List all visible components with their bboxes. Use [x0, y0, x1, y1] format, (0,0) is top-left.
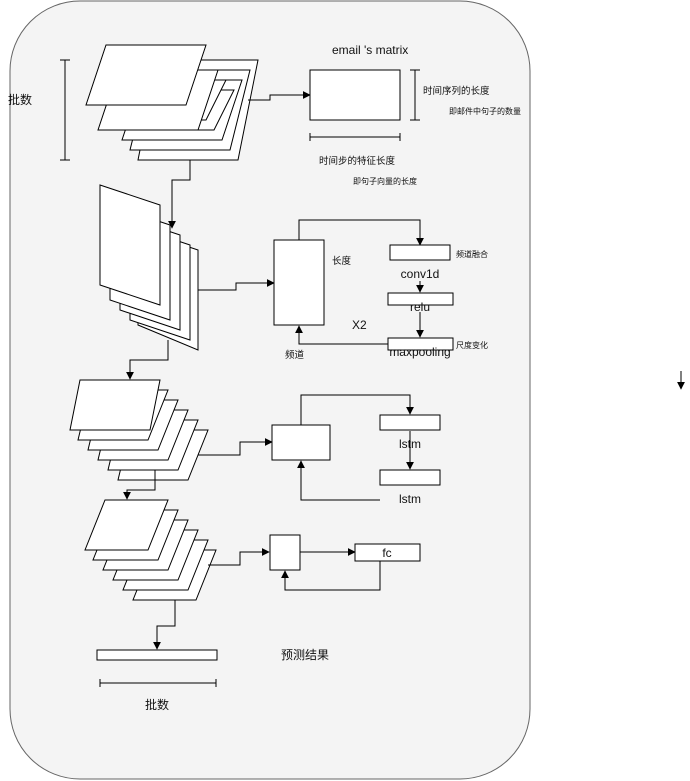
connector-arrow	[123, 470, 156, 500]
batch-bottom-bracket	[99, 679, 217, 687]
step-feature-label: 时间步的特征长度	[319, 155, 396, 167]
lstm-block-2	[379, 469, 441, 486]
lstm-block-1	[379, 414, 441, 431]
length-label: 长度	[332, 255, 352, 267]
email-matrix-stack	[85, 44, 259, 161]
email-matrix-title: email 's matrix	[332, 43, 408, 57]
fc-feature-box	[269, 534, 301, 571]
connector-arrow	[248, 91, 311, 101]
sentence-vector-label: 即句子向量的长度	[353, 176, 417, 186]
sentence-count-label: 即邮件中句子的数量	[449, 106, 521, 116]
connector-arrow	[281, 561, 381, 591]
fc-input-stack	[84, 499, 217, 601]
feature-length-bracket	[309, 133, 401, 141]
batch-bottom-label: 批数	[145, 697, 169, 712]
lstm-feature-box	[271, 424, 331, 461]
email-matrix-box	[309, 69, 401, 121]
channel-label: 频道	[285, 349, 305, 361]
batch-label: 批数	[8, 92, 32, 107]
prediction-bar	[96, 649, 218, 661]
seq-length-label: 时间序列的长度	[423, 85, 490, 97]
fc-block	[354, 543, 421, 562]
lstm-label-2: lstm	[399, 492, 421, 506]
conv-input-stack	[99, 184, 199, 351]
relu-label: relu	[410, 300, 430, 314]
lstm-input-stack	[69, 379, 209, 481]
prediction-label: 预测结果	[281, 648, 329, 662]
fc-label: fc	[382, 546, 391, 560]
repeat-label: X2	[352, 318, 367, 332]
channel-fusion-label: 频道融合	[456, 249, 488, 259]
connector-arrow	[126, 340, 169, 380]
seq-length-bracket	[410, 69, 420, 121]
connector-arrow	[168, 160, 191, 229]
connector-arrow	[297, 460, 380, 501]
scale-change-label: 尺度变化	[456, 340, 488, 350]
connector-arrow	[298, 219, 424, 246]
connector-arrow	[208, 548, 270, 566]
connector-arrow	[295, 325, 388, 345]
conv1d-block	[389, 244, 451, 261]
connector-arrow	[198, 438, 273, 456]
conv1d-label: conv1d	[401, 267, 440, 281]
maxpooling-label: maxpooling	[389, 345, 450, 359]
connector-arrow	[300, 394, 414, 425]
relu-block	[387, 292, 454, 306]
batch-bracket	[60, 59, 70, 161]
connector-arrow	[153, 600, 176, 650]
conv-feature-box	[273, 239, 325, 326]
connector-arrow	[198, 279, 275, 291]
